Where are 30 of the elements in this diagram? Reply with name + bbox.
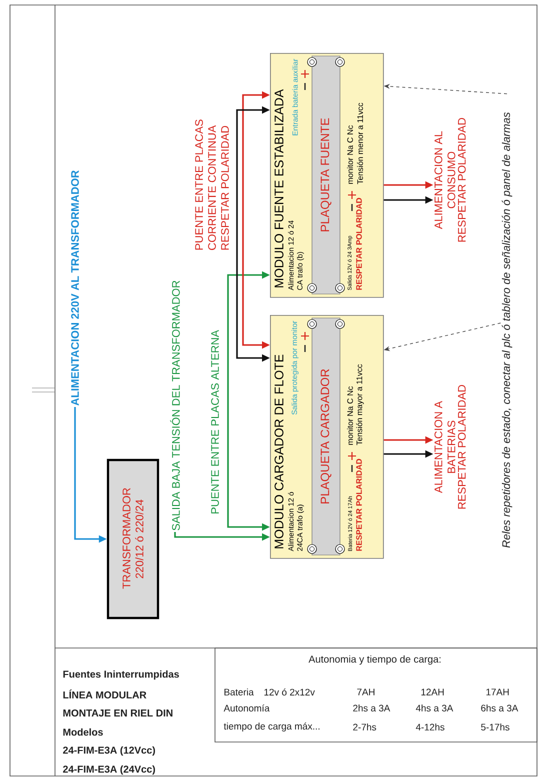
table-text: Autonomía xyxy=(224,704,270,712)
table-text: 17AH xyxy=(486,688,509,696)
table-text: 2hs a 3A xyxy=(353,704,390,712)
table-text: 7AH xyxy=(357,688,374,696)
table-text: tiempo de carga máx... xyxy=(224,722,320,732)
plain-text: SALIDA BAJA TENSIÓN DEL TRANSFORMADOR xyxy=(170,280,180,530)
product-text: LÍNEA MODULAR xyxy=(63,690,146,698)
product-text: Fuentes Ininterrumpidas xyxy=(63,670,179,680)
annotation-text: PUENTE ENTRE PLACAS ALTERNA xyxy=(211,330,219,514)
table-text: 12v ó 2x12v xyxy=(264,688,315,696)
product-text: MONTAJE EN RIEL DIN xyxy=(63,709,172,717)
transformer-box: TRANSFORMADOR 220/12 ó 220/24 xyxy=(106,458,160,620)
product-text: 24-FIM-E3A (24Vcc) xyxy=(63,765,155,775)
note-text: Reles repetidores de estado, conectar al plc ó tablero de señalización ó panel de alarmas xyxy=(502,112,512,548)
circuit-board: PLAQUETA CARGADOR xyxy=(307,318,345,556)
table-text: 12AH xyxy=(421,688,444,696)
table-title: Autonomia y tiempo de carga: xyxy=(308,655,440,665)
table-text: 2-7hs xyxy=(353,724,376,730)
table-text: Bateria xyxy=(224,688,254,696)
product-text: Modelos xyxy=(63,728,103,736)
table-text: 4hs a 3A xyxy=(416,704,454,712)
output-text: ALIMENTACION AL CONSUMO RESPETAR POLARIDAD xyxy=(434,118,466,242)
table-text: 5-17hs xyxy=(481,724,510,730)
plain-text: ALIMENTACION 220V AL TRANSFORMADOR xyxy=(71,170,79,406)
annotation-text: PUENTE ENTRE PLACAS CORRIENTE CONTINUA RESPETAR POLARIDAD xyxy=(195,120,229,250)
table-text: 4-12hs xyxy=(416,724,444,730)
circuit-board: PLAQUETA FUENTE xyxy=(307,56,345,294)
table-text: 6hs a 3A xyxy=(481,704,518,712)
product-text: 24-FIM-E3A (12Vcc) xyxy=(63,746,155,756)
output-text: ALIMENTACION A BATERIAS RESPETAR POLARIDAD xyxy=(434,385,466,509)
